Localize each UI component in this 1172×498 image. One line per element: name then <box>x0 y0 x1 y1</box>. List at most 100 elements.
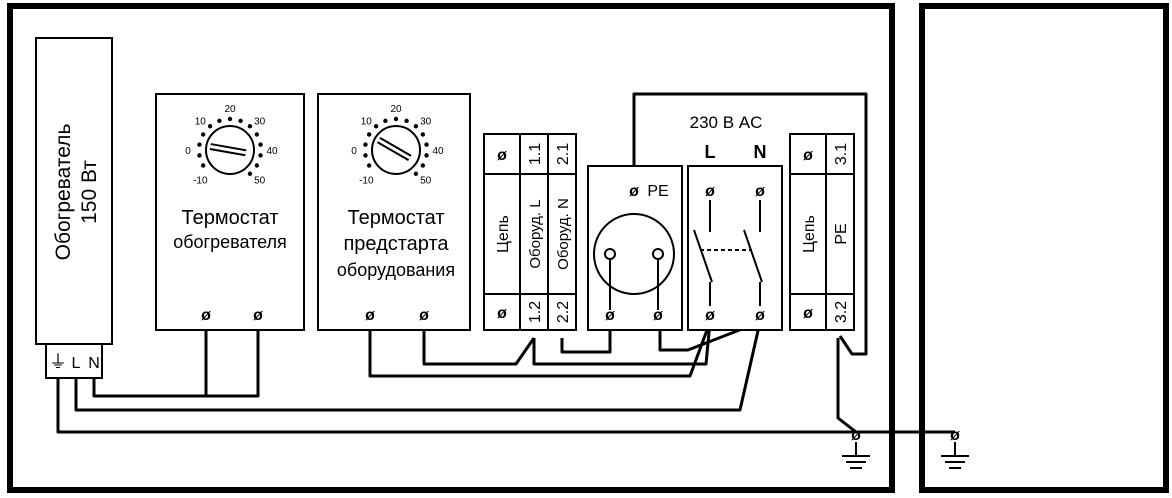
dial-tick <box>424 153 429 158</box>
wires <box>56 92 955 434</box>
terminal-icon: ø <box>365 307 375 324</box>
dial-tick <box>227 116 233 122</box>
dial-tick <box>247 171 253 176</box>
heater-label-line2: 150 Вт <box>78 160 101 224</box>
terminal-icon: ø <box>497 305 507 322</box>
dial-label: 10 <box>361 116 373 127</box>
dial-label: 30 <box>254 116 266 127</box>
thermostat-prestart-title-line2: предстарта <box>343 233 449 255</box>
thermostat-heater-title-line2: обогревателя <box>173 232 287 252</box>
terminal-icon: ø <box>497 147 507 164</box>
terminal-icon: ø <box>755 183 765 200</box>
dial-label: -10 <box>193 176 208 187</box>
socket-body <box>587 165 683 331</box>
dial-label: -10 <box>359 176 374 187</box>
block2-col-pe <box>825 133 855 331</box>
wire-heater-l <box>74 321 762 412</box>
block1-col-n <box>547 133 577 331</box>
dial-tick <box>373 124 379 129</box>
dial-label: 40 <box>266 146 278 157</box>
wire-socket-n <box>658 318 761 352</box>
dial-tick <box>217 118 222 124</box>
ground-node-main: ø <box>842 427 870 469</box>
dial-label: 20 <box>224 104 236 115</box>
terminal-icon: ø <box>950 427 960 444</box>
socket-pe-label: PE <box>647 183 668 200</box>
block2-circuit-label: Цепь <box>801 215 818 253</box>
dial-label: 0 <box>351 146 357 157</box>
dial-tick <box>363 153 368 158</box>
dial-tick <box>197 153 202 158</box>
block2-terminal-3.2: 3.2 <box>833 301 850 323</box>
dial-tick <box>200 163 206 168</box>
thermostat-heater-title-line1: Термостат <box>182 207 279 229</box>
ground-icon: ⏚ <box>49 352 67 372</box>
block1-equipment-n-label: Оборуд. N <box>555 198 572 270</box>
breaker-body <box>687 165 783 331</box>
heater-terminal-l: L <box>72 355 81 372</box>
terminal-icon: ø <box>653 307 663 324</box>
dial-tick <box>413 171 419 176</box>
socket-outlet <box>593 213 675 295</box>
heater-label-line1: Обогреватель <box>52 124 75 261</box>
block2-terminal-3.1: 3.1 <box>833 143 850 165</box>
wire-2.2 <box>560 318 612 354</box>
block1-equipment-l-label: Оборуд. L <box>527 199 544 268</box>
dial-label: 0 <box>185 146 191 157</box>
terminal-block-1: ø Цепь ø 1.1 Оборуд. L 1.2 2.1 Оборуд. N… <box>483 133 577 331</box>
terminal-icon: ø <box>755 307 765 324</box>
wire-heater-n <box>92 318 260 398</box>
dial-tick <box>207 124 213 129</box>
thermostat-prestart-title-line1: Термостат <box>348 207 445 229</box>
dial-tick <box>258 142 263 147</box>
dial-tick <box>363 142 368 147</box>
terminal-icon: ø <box>705 307 715 324</box>
dial-tick <box>420 132 426 137</box>
block1-terminal-2.1: 2.1 <box>555 143 572 165</box>
terminal-icon: ø <box>629 183 639 200</box>
block2-col-circuit <box>789 133 827 331</box>
dial-tick <box>393 116 399 122</box>
wire-pe <box>632 92 868 356</box>
terminal-icon: ø <box>419 307 429 324</box>
cabinet-frame <box>7 3 895 493</box>
dial-label: 50 <box>254 176 266 187</box>
dial-tick <box>254 163 260 168</box>
terminal-icon: ø <box>705 183 715 200</box>
dial-tick <box>424 142 429 147</box>
ground-node-external: ø <box>941 427 969 469</box>
dial-tick <box>197 142 202 147</box>
terminal-icon: ø <box>803 305 813 322</box>
socket: ø PE ø ø <box>587 165 683 331</box>
terminal-icon: ø <box>605 307 615 324</box>
dial-tick <box>366 163 372 168</box>
dial-tick <box>238 118 243 124</box>
block1-col-l <box>519 133 549 331</box>
supply-voltage-label: 230 В AC <box>690 113 763 132</box>
supply-l-label: L <box>705 142 716 162</box>
dial-tick <box>247 124 253 129</box>
terminal-block-2: ø Цепь ø 3.1 PE 3.2 <box>789 133 855 331</box>
heater: Обогреватель 150 Вт ⏚ L N <box>35 37 113 379</box>
dial-tick <box>383 118 388 124</box>
block1-terminal-2.2: 2.2 <box>555 301 572 323</box>
wire-thermostat2-left <box>368 318 712 378</box>
block1-circuit-label: Цепь <box>495 215 512 253</box>
terminal-icon: ø <box>201 307 211 324</box>
dial-label: 40 <box>432 146 444 157</box>
heater-terminal-n: N <box>88 355 100 372</box>
terminal-icon: ø <box>253 307 263 324</box>
dial-tick <box>258 153 263 158</box>
dial-tick <box>404 118 409 124</box>
wire-thermostat2-right <box>422 318 536 366</box>
wire-heater-ground <box>56 378 856 434</box>
dial-tick <box>366 132 372 137</box>
dial-label: 30 <box>420 116 432 127</box>
block2-pe-label: PE <box>833 223 850 244</box>
dial-tick <box>254 132 260 137</box>
